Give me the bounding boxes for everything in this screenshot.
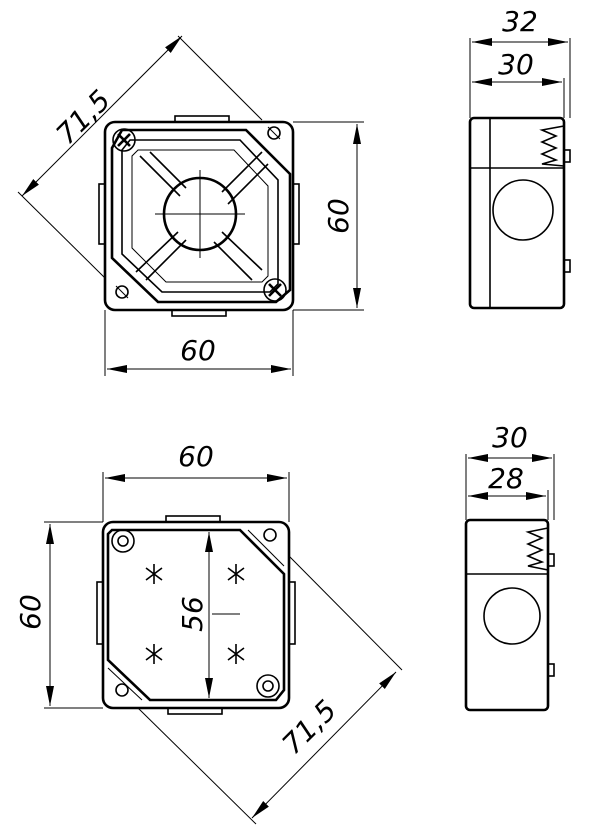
bottom-diag-ext2 xyxy=(288,555,403,671)
rib-tr2 xyxy=(227,163,269,205)
bottom-bottom-tab xyxy=(167,707,223,715)
bottom-width-label: 60 xyxy=(178,440,214,473)
mount-star-3-icon xyxy=(145,644,163,664)
bottom-side-clip2 xyxy=(547,663,555,677)
bottom-corner-tr-icon xyxy=(263,528,277,542)
corner-hole-tr-icon xyxy=(267,126,281,140)
top-diag-ext2 xyxy=(177,35,263,121)
top-diag-ext1 xyxy=(17,191,106,279)
corner-hole-bl-icon xyxy=(115,285,129,299)
top-side-view: 32 30 xyxy=(468,5,571,310)
bottom-diag-ext1 xyxy=(137,707,257,825)
rib-bl xyxy=(135,231,179,273)
bottom-side-teeth xyxy=(525,527,549,571)
top-right-tab xyxy=(292,183,300,245)
top-front-view: 71,5 60 60 xyxy=(17,35,364,376)
top-diag-dim-line xyxy=(21,35,183,197)
rib-tr xyxy=(221,151,263,193)
mount-star-1-icon xyxy=(145,564,163,584)
bottom-side-clip1 xyxy=(547,553,555,567)
rib-bl2 xyxy=(145,239,187,281)
top-diag-label: 71,5 xyxy=(50,84,117,151)
mount-star-2-icon xyxy=(227,564,245,584)
bottom-corner-bl-icon xyxy=(115,683,129,697)
bottom-side-inner-label: 28 xyxy=(488,462,524,495)
bottom-top-tab xyxy=(165,515,221,523)
top-side-inner-label: 30 xyxy=(498,48,534,81)
bottom-side-hole xyxy=(483,587,541,645)
bottom-side-view: 30 28 xyxy=(464,421,555,712)
rib-br xyxy=(221,231,263,271)
top-lid-outer xyxy=(110,128,292,304)
top-bottom-tab xyxy=(171,309,227,317)
top-side-clip1 xyxy=(563,149,571,163)
bottom-chamfer-tr xyxy=(239,529,285,575)
top-side-hole xyxy=(492,179,554,241)
bottom-screw-tl-icon xyxy=(111,529,135,553)
bottom-height-label: 60 xyxy=(14,594,47,630)
bottom-side-outer-label: 30 xyxy=(492,421,528,454)
top-side-teeth xyxy=(539,125,565,167)
top-height-label: 60 xyxy=(322,198,355,234)
top-side-body xyxy=(468,116,566,310)
bottom-diag-dim-line xyxy=(251,671,397,819)
mount-star-4-icon xyxy=(227,644,245,664)
top-side-outer-label: 32 xyxy=(502,5,538,38)
top-side-clip2 xyxy=(563,259,571,273)
bottom-front-view: 56 60 60 71,5 xyxy=(14,440,403,825)
bottom-side-body xyxy=(464,518,550,712)
bottom-inner-label: 56 xyxy=(176,596,209,632)
bottom-chamfer-bl xyxy=(107,659,151,701)
screw-bottom-right-icon xyxy=(263,278,287,302)
bottom-right-tab xyxy=(288,581,296,645)
bottom-screw-br-icon xyxy=(256,674,280,698)
rib-br2 xyxy=(213,241,253,281)
bottom-left-tab xyxy=(96,581,104,645)
top-width-label: 60 xyxy=(180,334,216,367)
